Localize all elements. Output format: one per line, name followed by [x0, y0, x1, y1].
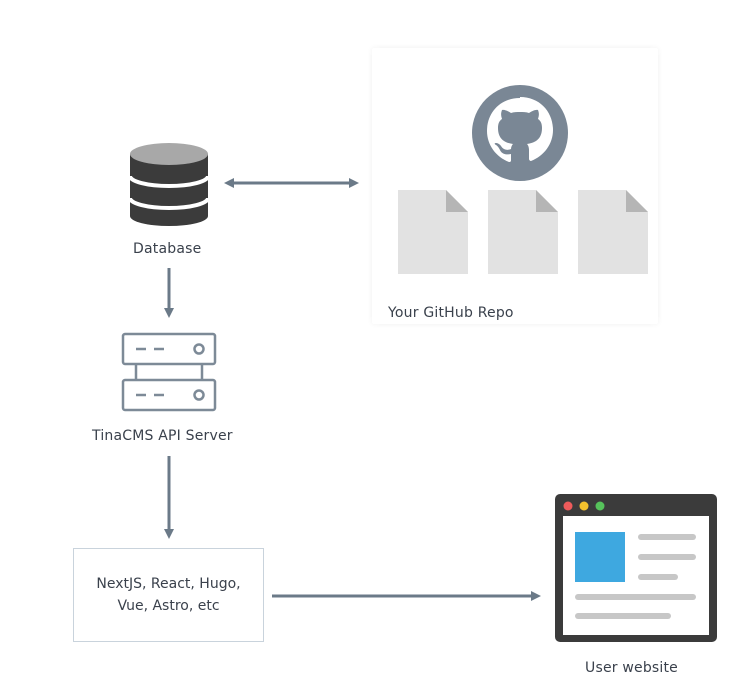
repo-label: Your GitHub Repo [388, 305, 514, 321]
frameworks-box: NextJS, React, Hugo, Vue, Astro, etc [73, 548, 264, 642]
file-icon [398, 190, 468, 274]
website-label: User website [585, 660, 678, 676]
api-server-label: TinaCMS API Server [92, 428, 233, 444]
server-icon [121, 332, 217, 412]
database-label: Database [133, 241, 202, 257]
browser-window-icon [555, 494, 717, 642]
frameworks-line-1: NextJS, React, Hugo, [96, 576, 241, 592]
github-icon [472, 85, 568, 181]
database-icon [128, 143, 210, 226]
file-icon [578, 190, 648, 274]
frameworks-line-2: Vue, Astro, etc [117, 598, 220, 614]
file-icon [488, 190, 558, 274]
